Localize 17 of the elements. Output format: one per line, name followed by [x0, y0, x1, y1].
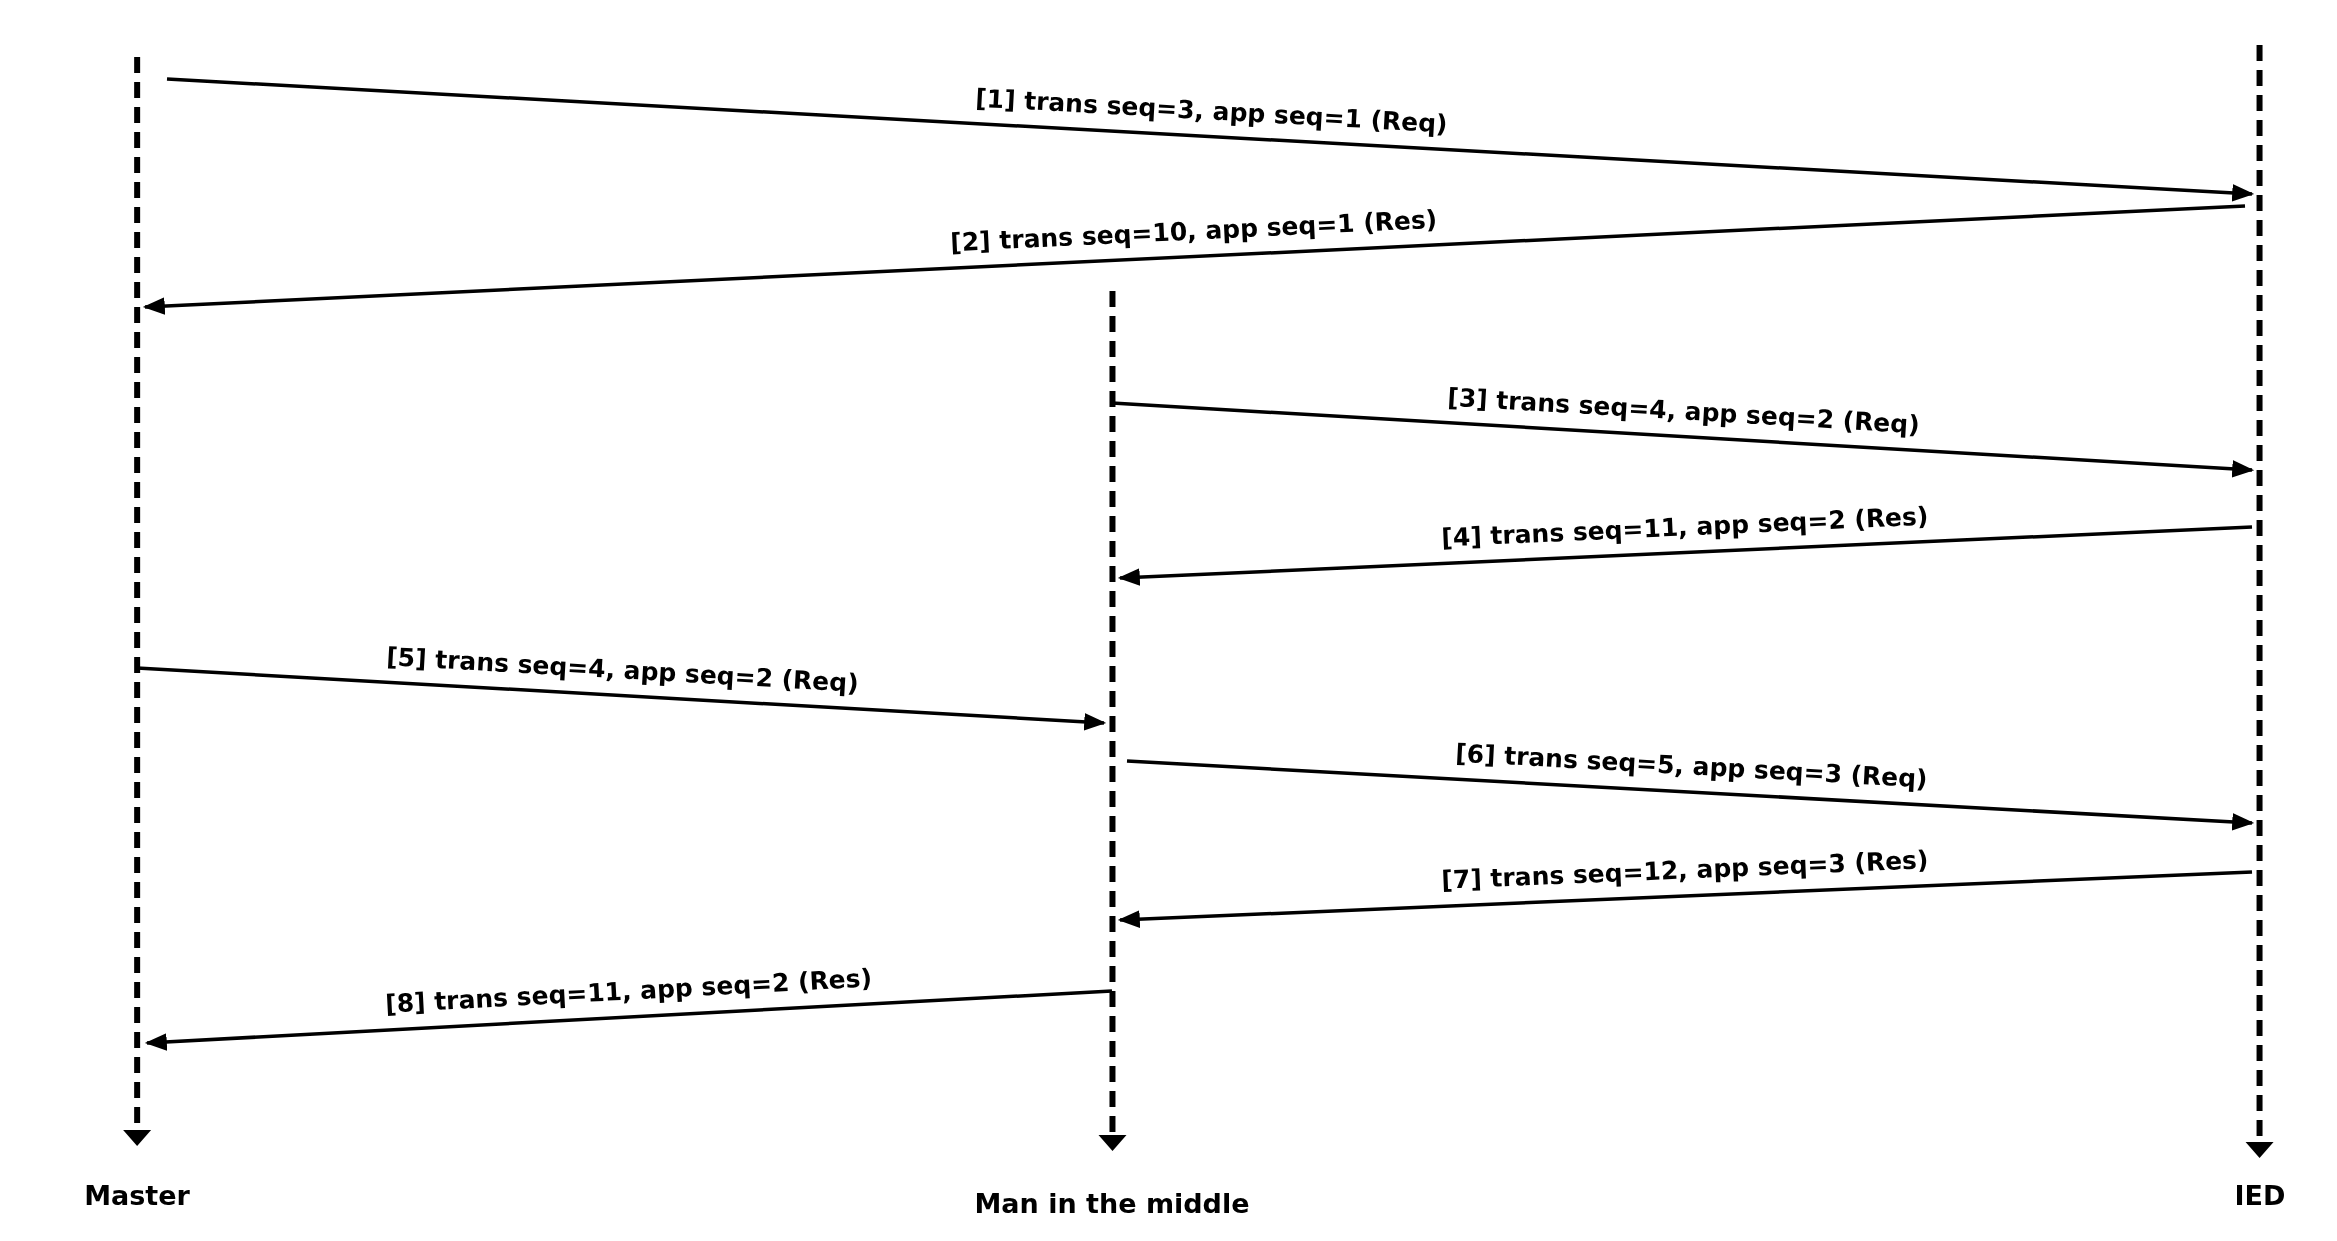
participant-label: Master	[84, 1180, 190, 1211]
message-arrow	[166, 77, 2255, 202]
message-arrow	[1126, 759, 2255, 831]
message-arrow	[1117, 870, 2253, 928]
edge-label: [3] trans seq=4, app seq=2 (Req)	[1446, 382, 1921, 439]
edge-label: [8] trans seq=11, app seq=2 (Res)	[384, 963, 873, 1019]
edge-label: [7] trans seq=12, app seq=3 (Res)	[1440, 845, 1929, 895]
message-arrow	[144, 989, 1113, 1051]
edge-label: [1] trans seq=3, app seq=1 (Req)	[974, 83, 1448, 139]
edge-label: [5] trans seq=4, app seq=2 (Req)	[385, 641, 859, 698]
message-arrow	[1117, 525, 2253, 586]
edge-label: [2] trans seq=10, app seq=1 (Res)	[949, 204, 1438, 257]
participant-label: IED	[2234, 1180, 2286, 1211]
participant-label: Man in the middle	[974, 1188, 1250, 1219]
edge-label: [4] trans seq=11, app seq=2 (Res)	[1440, 501, 1929, 552]
message-arrow	[142, 204, 2246, 315]
edge-label: [6] trans seq=5, app seq=3 (Req)	[1454, 738, 1928, 794]
